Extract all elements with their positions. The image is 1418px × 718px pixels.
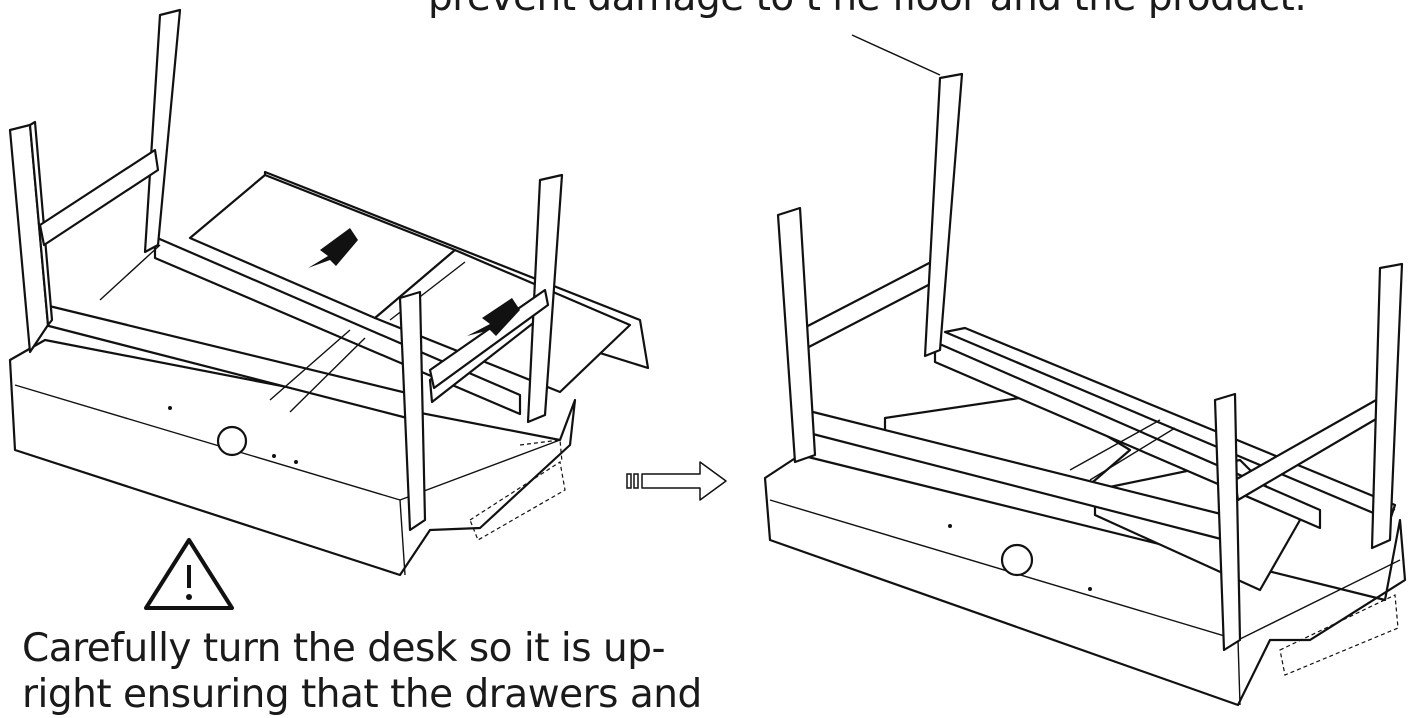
bottom-caption-line-1: Carefully turn the desk so it is up- — [22, 626, 666, 671]
push-arrow-icon — [308, 228, 358, 268]
desk-drawers-in-illustration — [763, 72, 1407, 707]
top-caption: prevent damage to t he floor and the pro… — [428, 0, 1307, 21]
desk-drawers-out-illustration — [8, 8, 650, 577]
callout-line — [851, 34, 941, 76]
warning-triangle-icon — [144, 538, 234, 610]
turn-over-arrow-icon — [626, 461, 727, 501]
push-arrow-icon — [467, 298, 520, 336]
bottom-caption-line-2: right ensuring that the drawers and — [22, 672, 702, 717]
